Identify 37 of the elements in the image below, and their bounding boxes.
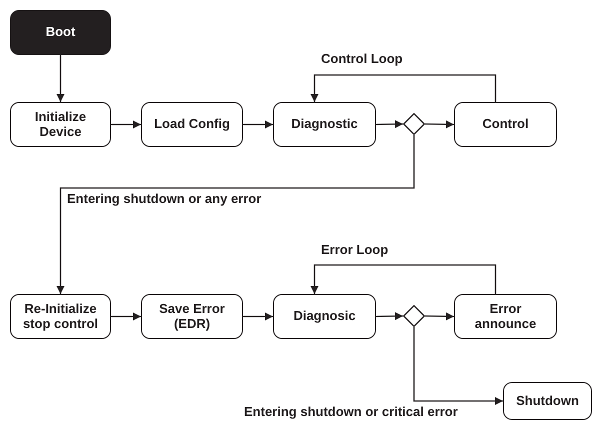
node-label: Diagnostic [290, 117, 359, 132]
arrow [376, 312, 404, 320]
edge-label: Control Loop [320, 52, 404, 67]
process-box [10, 102, 111, 147]
process-box [454, 294, 557, 339]
node-label: Shutdown [515, 394, 580, 408]
node-label: Initialize Device [34, 110, 88, 139]
node-label: Diagnosic [292, 309, 357, 324]
node-label: Save Error (EDR) [158, 302, 226, 331]
process-box [141, 294, 243, 339]
start-box [10, 10, 111, 55]
process-box [454, 102, 557, 147]
node-label: Load Config [153, 117, 231, 132]
edge-label: Error Loop [320, 243, 390, 258]
process-box [273, 294, 376, 339]
node-label: Boot [44, 25, 76, 40]
edge-label: Entering shutdown or any error [66, 192, 262, 207]
arrow [376, 120, 404, 128]
arrow [111, 312, 141, 320]
arrow [111, 120, 141, 128]
arrow [310, 264, 496, 294]
arrow [243, 120, 273, 128]
arrow [56, 135, 415, 294]
arrow [310, 74, 496, 102]
process-box [273, 102, 376, 147]
process-box [10, 294, 111, 339]
node-label: Re-Initialize stop control [22, 302, 100, 331]
arrow [424, 312, 454, 320]
arrow [56, 55, 64, 102]
arrow [424, 120, 454, 128]
edge-label: Entering shutdown or critical error [243, 405, 459, 420]
process-box [141, 102, 243, 147]
arrow [243, 312, 273, 320]
node-label: Error announce [474, 302, 538, 331]
node-label: Control [481, 117, 530, 132]
arrow [413, 327, 503, 405]
process-box [503, 382, 592, 420]
